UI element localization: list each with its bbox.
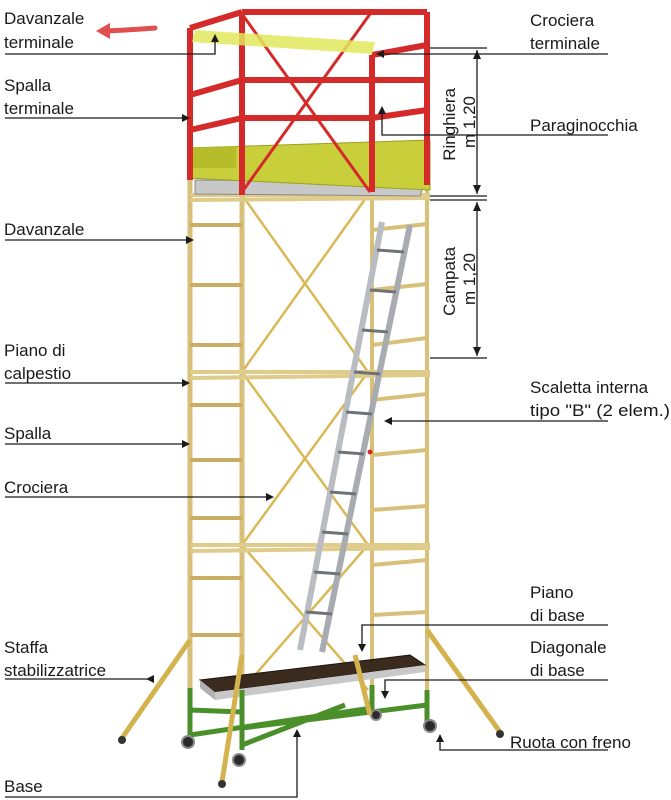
label-base: Base bbox=[4, 777, 43, 796]
dimension-lines bbox=[430, 47, 487, 359]
red-arrow-icon bbox=[96, 23, 158, 39]
label-davanzale-terminale: Davanzale terminale bbox=[4, 9, 89, 52]
staffa-stabilizzatrice bbox=[119, 628, 503, 783]
label-scaletta-interna: Scaletta interna tipo "B" (2 elem.) bbox=[530, 378, 670, 420]
label-staffa-stabilizzatrice: Staffa stabilizzatrice bbox=[4, 638, 106, 680]
wheels bbox=[181, 709, 437, 767]
base-platform bbox=[198, 654, 427, 700]
label-ruota-con-freno: Ruota con freno bbox=[510, 733, 631, 752]
front-spalla-rungs bbox=[190, 223, 242, 637]
label-davanzale: Davanzale bbox=[4, 220, 84, 239]
label-diagonale-di-base: Diagonale di base bbox=[530, 638, 611, 680]
label-paraginocchia: Paraginocchia bbox=[530, 116, 638, 135]
scaletta-interna bbox=[297, 221, 413, 653]
davanzale-terminale-bar bbox=[192, 30, 375, 54]
dimension-ringhiera: Ringhiera m 1,20 bbox=[440, 83, 479, 161]
label-piano-di-calpestio: Piano di calpestio bbox=[4, 341, 71, 383]
dimension-arrowheads bbox=[473, 50, 481, 356]
front-spalla bbox=[187, 178, 245, 688]
label-crociera: Crociera bbox=[4, 478, 69, 497]
dimension-campata: Campata m 1,20 bbox=[440, 242, 479, 316]
label-crociera-terminale: Crociera terminale bbox=[530, 11, 600, 53]
scaffold-structure bbox=[118, 9, 504, 788]
label-spalla-terminale: Spalla terminale bbox=[4, 76, 74, 118]
leader-arrowheads bbox=[146, 34, 444, 742]
green-base bbox=[187, 685, 430, 750]
outrigger-feet bbox=[118, 730, 504, 788]
label-spalla: Spalla bbox=[4, 424, 52, 443]
label-piano-di-base: Piano di base bbox=[530, 583, 585, 625]
